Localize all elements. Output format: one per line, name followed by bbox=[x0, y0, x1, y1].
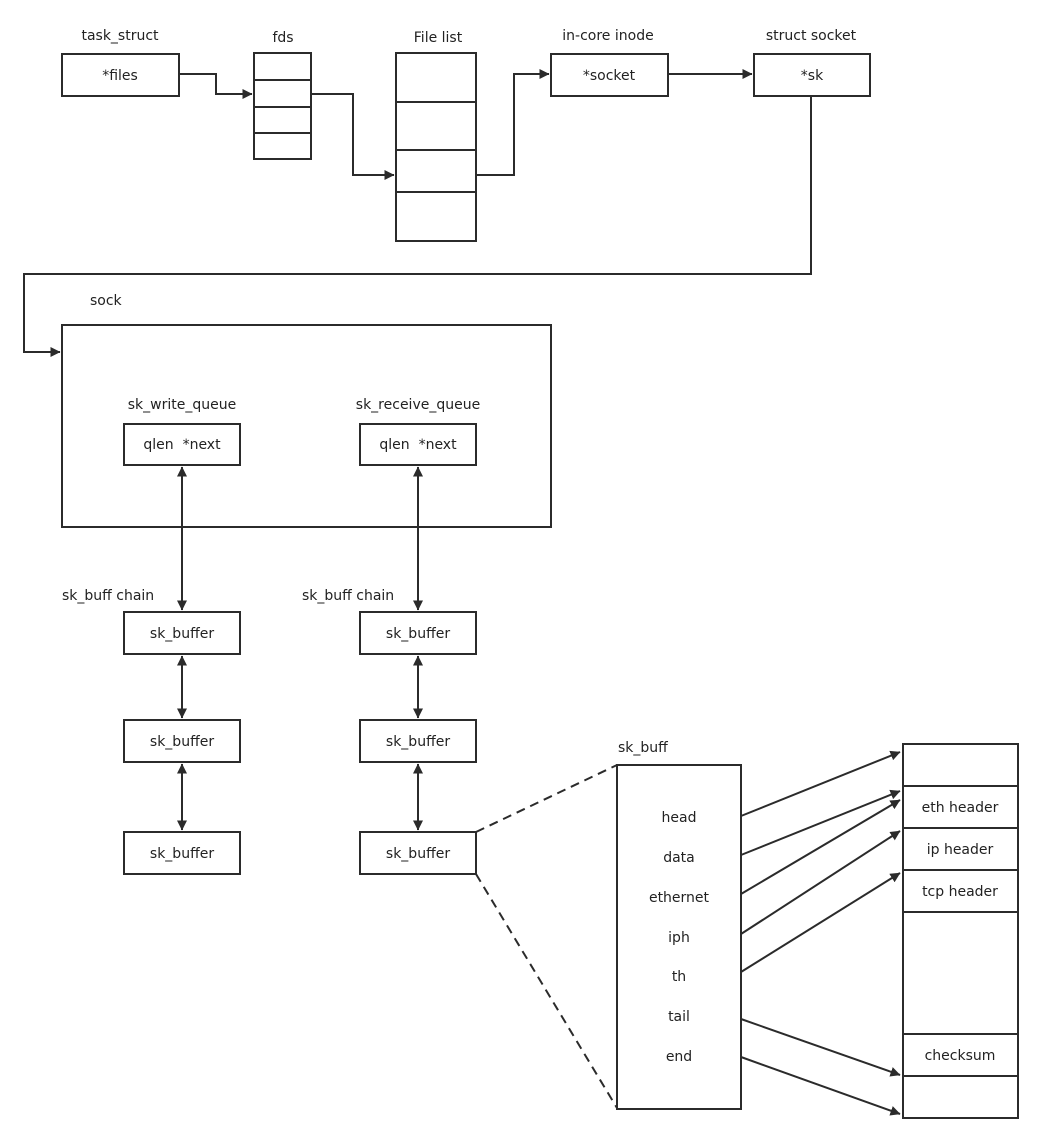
file-list-table bbox=[395, 52, 477, 242]
files-to-fds-arrow bbox=[179, 73, 253, 99]
receive-buffer-2-label: sk_buffer bbox=[386, 734, 450, 750]
task-struct-box bbox=[61, 53, 180, 97]
pointer-arrow-ethernet bbox=[740, 799, 901, 895]
pointer-arrow-iph bbox=[740, 830, 901, 935]
task-struct-label: task_struct bbox=[81, 28, 159, 44]
write-buffer-1-label: sk_buffer bbox=[150, 626, 214, 642]
fds-table bbox=[253, 52, 312, 160]
pointer-arrow-th bbox=[740, 872, 901, 973]
receive-buffer-3-label: sk_buffer bbox=[386, 846, 450, 862]
sk-buff-field-ethernet: ethernet bbox=[649, 890, 710, 906]
sk-buff-field-data: data bbox=[663, 850, 695, 866]
packet-buffer bbox=[902, 743, 1019, 1119]
sock-label: sock bbox=[90, 293, 123, 309]
write-chain-label: sk_buff chain bbox=[62, 588, 154, 604]
pointer-arrow-tail bbox=[740, 1018, 901, 1077]
packet-segment-label: ip header bbox=[927, 842, 994, 858]
file-list-label: File list bbox=[414, 30, 463, 46]
write-buffer-3 bbox=[123, 831, 241, 875]
sk-buff-fields: head data ethernet iph th tail end bbox=[649, 810, 710, 1065]
sk-buff-field-end: end bbox=[666, 1049, 692, 1065]
sk-buff-field-iph: iph bbox=[668, 930, 690, 946]
pointer-arrow-end bbox=[740, 1056, 901, 1116]
fds-to-file-list-arrow bbox=[311, 93, 395, 180]
sk-buff-field-th: th bbox=[672, 969, 686, 985]
struct-socket-label: struct socket bbox=[766, 28, 857, 44]
inode-box bbox=[550, 53, 669, 97]
sk-buff-box bbox=[616, 764, 742, 1110]
fds-label: fds bbox=[272, 30, 293, 46]
sk-buff-field-head: head bbox=[662, 810, 697, 826]
sk-write-queue-label: sk_write_queue bbox=[128, 397, 236, 413]
write-buffer-3-label: sk_buffer bbox=[150, 846, 214, 862]
receive-buffer-2 bbox=[359, 719, 477, 763]
write-buffer-1 bbox=[123, 611, 241, 655]
sk-pointer: *sk bbox=[801, 68, 824, 84]
receive-buffer-1 bbox=[359, 611, 477, 655]
receive-queue-fields: qlen *next bbox=[379, 437, 457, 453]
packet-segment-label: eth header bbox=[922, 800, 999, 816]
in-core-inode-label: in-core inode bbox=[562, 28, 653, 44]
packet-segment-label: tcp header bbox=[922, 884, 998, 900]
receive-chain-label: sk_buff chain bbox=[302, 588, 394, 604]
receive-queue-box bbox=[359, 423, 477, 466]
write-buffer-2-label: sk_buffer bbox=[150, 734, 214, 750]
sk-to-sock-arrow bbox=[23, 96, 812, 357]
receive-buffer-3 bbox=[359, 831, 477, 875]
sk-buff-label: sk_buff bbox=[618, 740, 668, 756]
packet-segment-label: checksum bbox=[925, 1048, 996, 1064]
pointer-arrow-head bbox=[740, 750, 901, 817]
socket-pointer: *socket bbox=[583, 68, 636, 84]
pointer-arrows bbox=[740, 750, 901, 1116]
sk-buff-field-tail: tail bbox=[668, 1009, 690, 1025]
zoom-line-bottom bbox=[475, 873, 618, 1109]
zoom-line-top bbox=[475, 764, 618, 833]
write-buffer-2 bbox=[123, 719, 241, 763]
sk-receive-queue-label: sk_receive_queue bbox=[356, 397, 480, 413]
write-queue-fields: qlen *next bbox=[143, 437, 221, 453]
file-list-to-inode-arrow bbox=[476, 69, 550, 176]
files-pointer: *files bbox=[102, 68, 138, 84]
packet-segments: eth header ip header tcp header checksum bbox=[903, 785, 1018, 1077]
write-queue-box bbox=[123, 423, 241, 466]
receive-buffer-1-label: sk_buffer bbox=[386, 626, 450, 642]
pointer-arrow-data bbox=[740, 789, 901, 856]
